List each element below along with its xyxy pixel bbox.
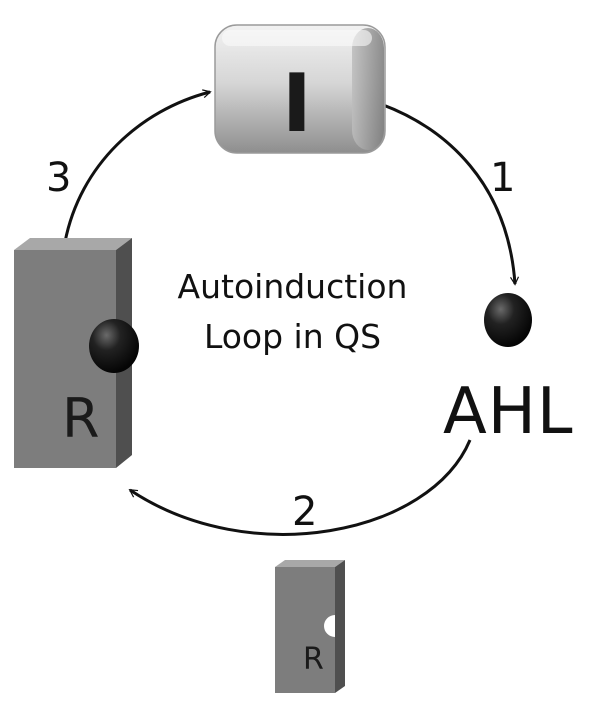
step-1-label: 1 [490, 155, 516, 201]
arrow-3 [63, 89, 212, 243]
bound-ahl-ball [89, 319, 139, 373]
center-caption-line1: Autoinduction [177, 267, 408, 306]
receptor-bound-label: R [62, 387, 100, 450]
gene-i-label: I [282, 57, 312, 150]
ahl-molecule [484, 293, 532, 347]
step-2-label: 2 [292, 489, 318, 535]
receptor-free-label: R [303, 642, 324, 677]
step-3-label: 3 [46, 155, 72, 201]
receptor-free-block [275, 560, 345, 693]
gene-i-block [214, 24, 386, 154]
arrow-1 [377, 101, 520, 286]
center-caption: Autoinduction Loop in QS [140, 262, 445, 362]
arrow-2 [128, 439, 472, 536]
ahl-label: AHL [443, 375, 574, 449]
center-caption-line2: Loop in QS [203, 317, 382, 356]
